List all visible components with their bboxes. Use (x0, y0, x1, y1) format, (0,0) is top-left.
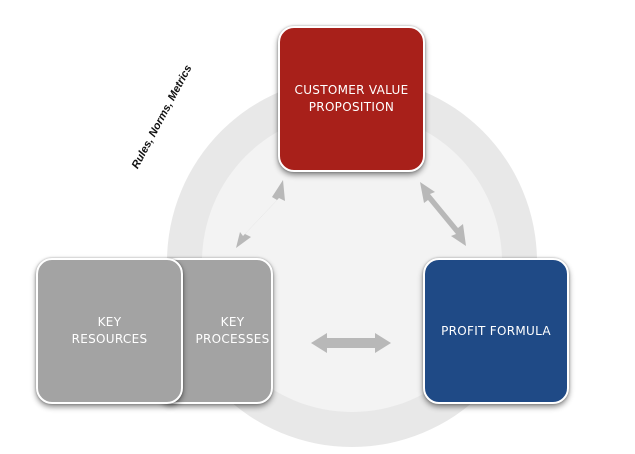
customer-value-proposition-label: CUSTOMER VALUE PROPOSITION (294, 83, 409, 114)
arrow-cvp-to-processes (236, 180, 285, 248)
key-processes-label: KEY PROCESSES (195, 315, 270, 346)
profit-formula-label: PROFIT FORMULA (441, 323, 551, 338)
arrow-cvp-to-profit (420, 182, 466, 246)
key-resources-label: KEY RESOURCES (71, 315, 148, 346)
arrow-processes-to-profit (311, 333, 391, 353)
profit-formula-box: PROFIT FORMULA (423, 258, 569, 404)
key-resources-box: KEY RESOURCES (36, 258, 183, 404)
customer-value-proposition-box: CUSTOMER VALUE PROPOSITION (278, 26, 425, 172)
